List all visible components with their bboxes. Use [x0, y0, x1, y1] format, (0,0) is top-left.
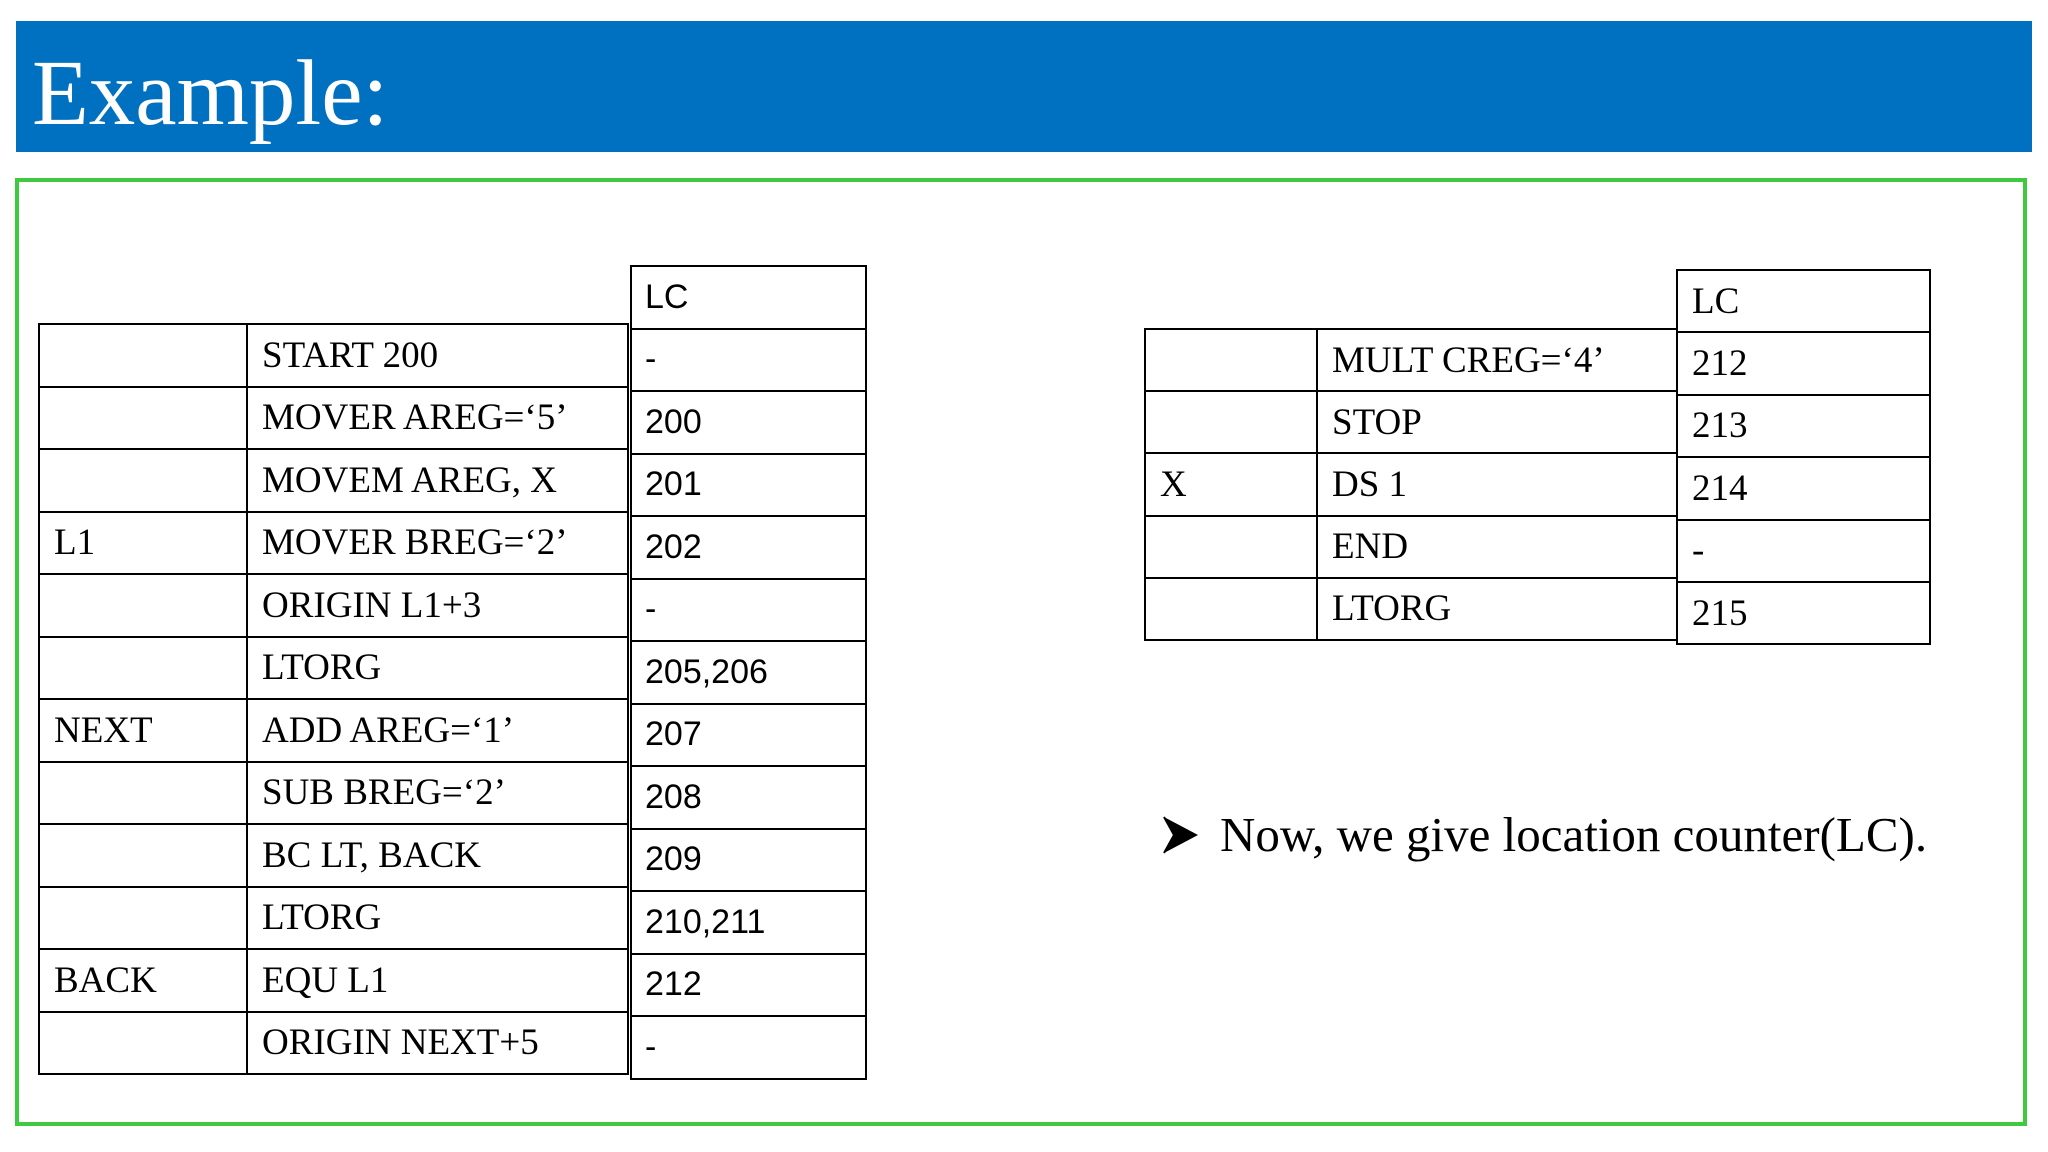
lc-cell: 205,206 [630, 640, 867, 705]
table-row: 212 [630, 952, 867, 1017]
label-cell [1144, 514, 1318, 579]
table-row: - [630, 327, 867, 392]
table-row: 200 [630, 390, 867, 455]
instruction-cell: ORIGIN NEXT+5 [246, 1010, 629, 1075]
table-row: 209 [630, 827, 867, 892]
instruction-cell: EQU L1 [246, 948, 629, 1013]
lc-cell: 214 [1676, 456, 1931, 521]
table-row: LTORG [1144, 576, 1678, 641]
table-row: 214 [1676, 456, 1931, 521]
lc-cell: 210,211 [630, 890, 867, 955]
label-cell [38, 448, 248, 513]
table-row: SUB BREG=‘2’ [38, 760, 629, 825]
instruction-cell: SUB BREG=‘2’ [246, 760, 629, 825]
instruction-cell: STOP [1316, 390, 1678, 455]
table-row: - [1676, 518, 1931, 583]
table-row: - [630, 577, 867, 642]
lc-cell: - [630, 1015, 867, 1080]
arrow-bullet-icon [1163, 816, 1198, 853]
table-row: 201 [630, 452, 867, 517]
instruction-cell: MULT CREG=‘4’ [1316, 327, 1678, 393]
table-row: LTORG [38, 635, 629, 700]
table-row: ORIGIN NEXT+5 [38, 1010, 629, 1075]
table-row: 208 [630, 765, 867, 830]
table-row: STOP [1144, 390, 1678, 455]
lc-cell: 208 [630, 765, 867, 830]
table-row: MOVEM AREG, X [38, 448, 629, 513]
lc-cell: 201 [630, 452, 867, 517]
lc-cell: - [630, 327, 867, 392]
instruction-cell: DS 1 [1316, 452, 1678, 517]
instruction-cell: ADD AREG=‘1’ [246, 698, 629, 763]
lc-cell: 213 [1676, 393, 1931, 459]
label-cell [1144, 327, 1318, 393]
table-row: 213 [1676, 393, 1931, 459]
label-cell: L1 [38, 510, 248, 575]
table-row: 210,211 [630, 890, 867, 955]
label-cell [1144, 576, 1318, 641]
lc-cell: 207 [630, 702, 867, 767]
lc-header-row: LC [630, 265, 867, 330]
label-cell [38, 823, 248, 888]
label-cell [38, 323, 248, 388]
label-cell: X [1144, 452, 1318, 517]
table-row: MULT CREG=‘4’ [1144, 327, 1678, 393]
instruction-cell: LTORG [1316, 576, 1678, 641]
bullet-note: Now, we give location counter(LC). [1162, 806, 1927, 863]
table-row: BC LT, BACK [38, 823, 629, 888]
lc-cell: - [630, 577, 867, 642]
table-row: START 200 [38, 323, 629, 388]
label-cell [38, 1010, 248, 1075]
label-cell [38, 385, 248, 450]
lc-cell: 212 [630, 952, 867, 1017]
instruction-cell: MOVER AREG=‘5’ [246, 385, 629, 450]
table-row: 205,206 [630, 640, 867, 705]
title-bar: Example: [16, 21, 2032, 152]
label-cell: NEXT [38, 698, 248, 763]
lc-cell: 202 [630, 515, 867, 580]
table-row: 212 [1676, 331, 1931, 396]
lc-cell: 212 [1676, 331, 1931, 396]
instruction-cell: MOVEM AREG, X [246, 448, 629, 513]
instruction-cell: BC LT, BACK [246, 823, 629, 888]
table-row: 202 [630, 515, 867, 580]
label-cell [1144, 390, 1318, 455]
lc-header: LC [630, 265, 867, 330]
lc-header-row: LC [1676, 268, 1931, 334]
note-text: Now, we give location counter(LC). [1220, 807, 1928, 862]
table-row: 207 [630, 702, 867, 767]
table-row: END [1144, 514, 1678, 579]
lc-cell: - [1676, 518, 1931, 583]
label-cell [38, 573, 248, 638]
instruction-cell: ORIGIN L1+3 [246, 573, 629, 638]
label-cell [38, 760, 248, 825]
table-row: ORIGIN L1+3 [38, 573, 629, 638]
lc-cell: 200 [630, 390, 867, 455]
lc-cell: 215 [1676, 580, 1931, 646]
lc-cell: 209 [630, 827, 867, 892]
table-row: MOVER AREG=‘5’ [38, 385, 629, 450]
label-cell [38, 885, 248, 950]
label-cell: BACK [38, 948, 248, 1013]
instruction-cell: MOVER BREG=‘2’ [246, 510, 629, 575]
instruction-cell: LTORG [246, 635, 629, 700]
slide-title: Example: [32, 42, 389, 145]
instruction-cell: END [1316, 514, 1678, 579]
table-row: LTORG [38, 885, 629, 950]
table-row: 215 [1676, 580, 1931, 646]
table-row: - [630, 1015, 867, 1080]
label-cell [38, 635, 248, 700]
lc-header: LC [1676, 268, 1931, 334]
instruction-cell: LTORG [246, 885, 629, 950]
content-frame [15, 178, 2027, 1126]
instruction-cell: START 200 [246, 323, 629, 388]
